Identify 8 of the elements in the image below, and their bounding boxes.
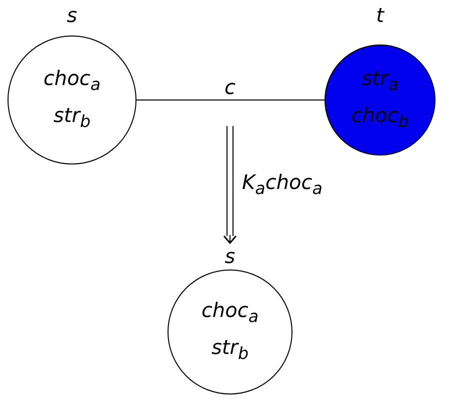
- node-heading: s: [224, 245, 236, 267]
- node-label: str$_{a}$ choc$_{b}$: [350, 65, 410, 133]
- double-arrow: [223, 126, 237, 244]
- node-label: choc$_{a}$ str$_{b}$: [42, 65, 102, 133]
- node-heading: t: [376, 4, 384, 26]
- edge-label: c: [224, 76, 236, 98]
- node-heading: s: [66, 4, 78, 26]
- node-label: choc$_{a}$ str$_{b}$: [200, 297, 260, 365]
